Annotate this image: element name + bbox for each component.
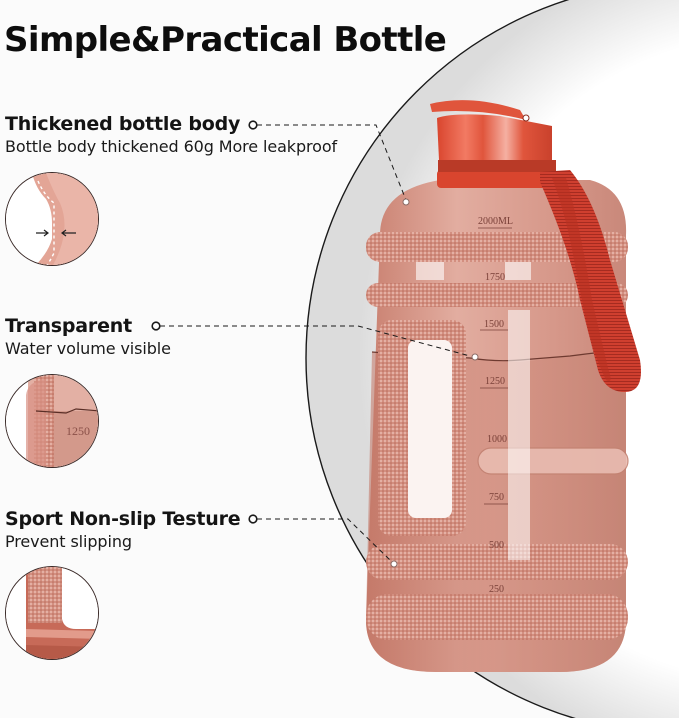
thumbnail-grip-texture [5,566,99,660]
svg-text:1250: 1250 [485,376,505,387]
wall-thickness-image [6,173,98,265]
svg-text:750: 750 [489,492,504,503]
feature-description: Water volume visible [5,339,171,358]
feature-heading: Transparent [5,315,132,337]
page-title: Simple&Practical Bottle [4,20,447,60]
feature-non-slip: Sport Non-slip Testure Prevent slipping [5,507,241,553]
thumbnail-water-level: 1250 [5,374,99,468]
svg-text:250: 250 [489,584,504,595]
water-level-image: 1250 [6,375,98,467]
feature-description: Bottle body thickened 60g More leakproof [5,137,338,156]
feature-description: Prevent slipping [5,532,132,551]
arrow-icon [61,229,76,237]
thumbnail-wall-thickness [5,172,99,266]
svg-text:1750: 1750 [485,272,505,283]
feature-heading: Sport Non-slip Testure [5,508,241,530]
svg-text:1000: 1000 [487,434,507,445]
feature-thickened-body: Thickened bottle body Bottle body thicke… [5,112,337,158]
feature-heading: Thickened bottle body [5,113,241,135]
svg-text:1500: 1500 [484,319,504,330]
thumbnail-label: 1250 [66,424,90,438]
capacity-label: 2000ML [478,216,513,227]
feature-transparent: Transparent Water volume visible [5,314,171,360]
svg-text:500: 500 [489,540,504,551]
grip-texture-image [6,567,98,659]
